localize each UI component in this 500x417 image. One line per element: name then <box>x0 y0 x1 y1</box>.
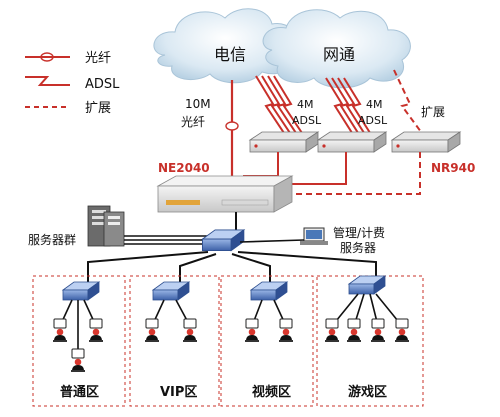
mgmt-server-icon <box>300 227 328 245</box>
zone-label-vip: VIP区 <box>160 385 197 400</box>
zone-switch-general <box>62 281 100 301</box>
cloud-netcom <box>262 9 411 89</box>
fiber-speed-label: 10M <box>185 97 211 111</box>
zone-boxes <box>32 275 424 407</box>
user-icon <box>244 318 260 343</box>
zone-label-general: 普通区 <box>60 384 99 400</box>
distribution-links <box>87 251 377 290</box>
legend-adsl-icon <box>25 76 70 86</box>
zone-label-game: 游戏区 <box>348 384 387 400</box>
legend-fiber-icon <box>25 52 70 62</box>
nr940-router <box>390 131 462 153</box>
user-icon <box>370 318 386 343</box>
expand-link-label: 扩展 <box>421 105 445 119</box>
adsl-link-2 <box>325 77 373 137</box>
legend: 光纤 ADSL 扩展 <box>25 51 120 116</box>
adsl-modem-1 <box>248 131 320 153</box>
adsl-modem-2 <box>316 131 388 153</box>
user-icon <box>70 348 86 373</box>
user-icon <box>346 318 362 343</box>
user-icon <box>144 318 160 343</box>
adsl-2-type-label: ADSL <box>358 114 388 127</box>
cloud-netcom-label: 网通 <box>323 45 355 64</box>
adsl-link-1 <box>255 75 305 137</box>
nr940-uplink <box>261 152 421 208</box>
user-icon <box>278 318 294 343</box>
server-group-icon <box>87 205 125 247</box>
zone-switch-game <box>348 275 386 295</box>
cloud-telecom-label: 电信 <box>214 45 246 64</box>
ne2040-label: NE2040 <box>158 161 210 175</box>
legend-adsl-label: ADSL <box>85 77 120 92</box>
adsl-1-type-label: ADSL <box>292 114 322 127</box>
zone-switch-vip <box>152 281 190 301</box>
legend-expand-label: 扩展 <box>85 101 111 116</box>
fiber-type-label: 光纤 <box>181 115 205 129</box>
user-icon <box>394 318 410 343</box>
expand-link <box>393 69 425 137</box>
mgmt-label-2: 服务器 <box>340 240 376 255</box>
server-links <box>124 235 210 245</box>
user-icon <box>88 318 104 343</box>
user-icon <box>324 318 340 343</box>
server-group-label: 服务器群 <box>28 232 76 247</box>
mgmt-link <box>239 239 305 243</box>
adsl-2-speed-label: 4M <box>366 98 383 111</box>
zone-label-video: 视频区 <box>252 384 291 400</box>
user-icon <box>182 318 198 343</box>
ne2040-router <box>156 175 294 213</box>
legend-fiber-label: 光纤 <box>85 51 111 66</box>
core-switch <box>201 229 245 252</box>
adsl-1-speed-label: 4M <box>297 98 314 111</box>
user-icon <box>52 318 68 343</box>
zone-switch-video <box>250 281 288 301</box>
nr940-label: NR940 <box>431 161 475 175</box>
mgmt-label-1: 管理/计费 <box>333 225 385 240</box>
